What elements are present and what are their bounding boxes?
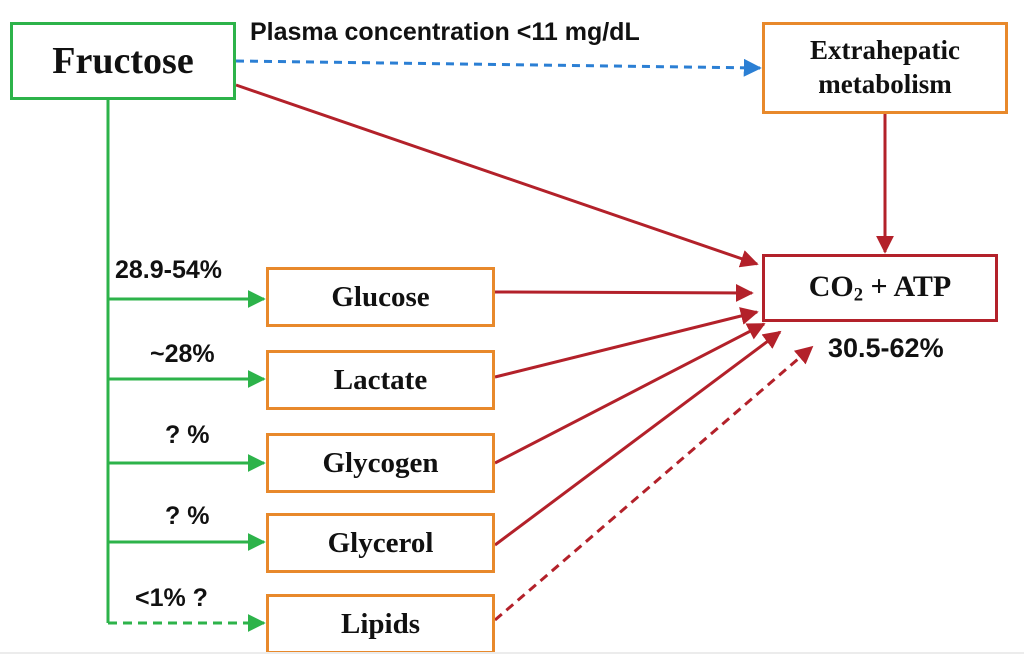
arrow-lactate-to-output [494,307,759,379]
lactate-node: Lactate [266,350,495,410]
arrow-lipids-to-output [494,345,814,622]
fructose-label: Fructose [52,40,194,82]
output-percentage: 30.5-62% [828,333,944,363]
glucose-node: Glucose [266,267,495,327]
glycerol-node: Glycerol [266,513,495,573]
arrow-glucose-to-output [494,283,754,302]
arrow-fructose-to-extrahepatic [235,58,762,77]
glycogen-node: Glycogen [266,433,495,493]
extrahepatic-label-line1: Extrahepatic [810,35,960,66]
glycogen-percentage: ? % [165,421,210,449]
lipids-node: Lipids [266,594,495,654]
glucose-percentage: 28.9-54% [115,256,223,284]
output-node: CO2 + ATP [762,254,998,322]
arrow-glycogen-to-output [494,322,766,465]
output-label: CO2 + ATP [808,269,952,306]
lipids-label: Lipids [341,607,420,640]
fructose-node: Fructose [10,22,236,100]
lipids-percentage: <1% ? [135,584,208,612]
arrow-glycerol-to-output [494,330,782,547]
glucose-label: Glucose [331,280,430,313]
glycerol-label: Glycerol [327,526,434,559]
extrahepatic-label-line2: metabolism [818,69,952,99]
glycerol-percentage: ? % [165,502,210,530]
plasma-concentration-label: Plasma concentration <11 mg/dL [250,18,640,46]
lactate-label: Lactate [333,363,428,396]
glycogen-label: Glycogen [322,446,439,479]
extrahepatic-node: Extrahepatic metabolism [762,22,1008,114]
arrow-fructose-to-output [235,83,759,268]
lactate-percentage: ~28% [150,340,215,368]
bottom-divider [0,652,1024,654]
